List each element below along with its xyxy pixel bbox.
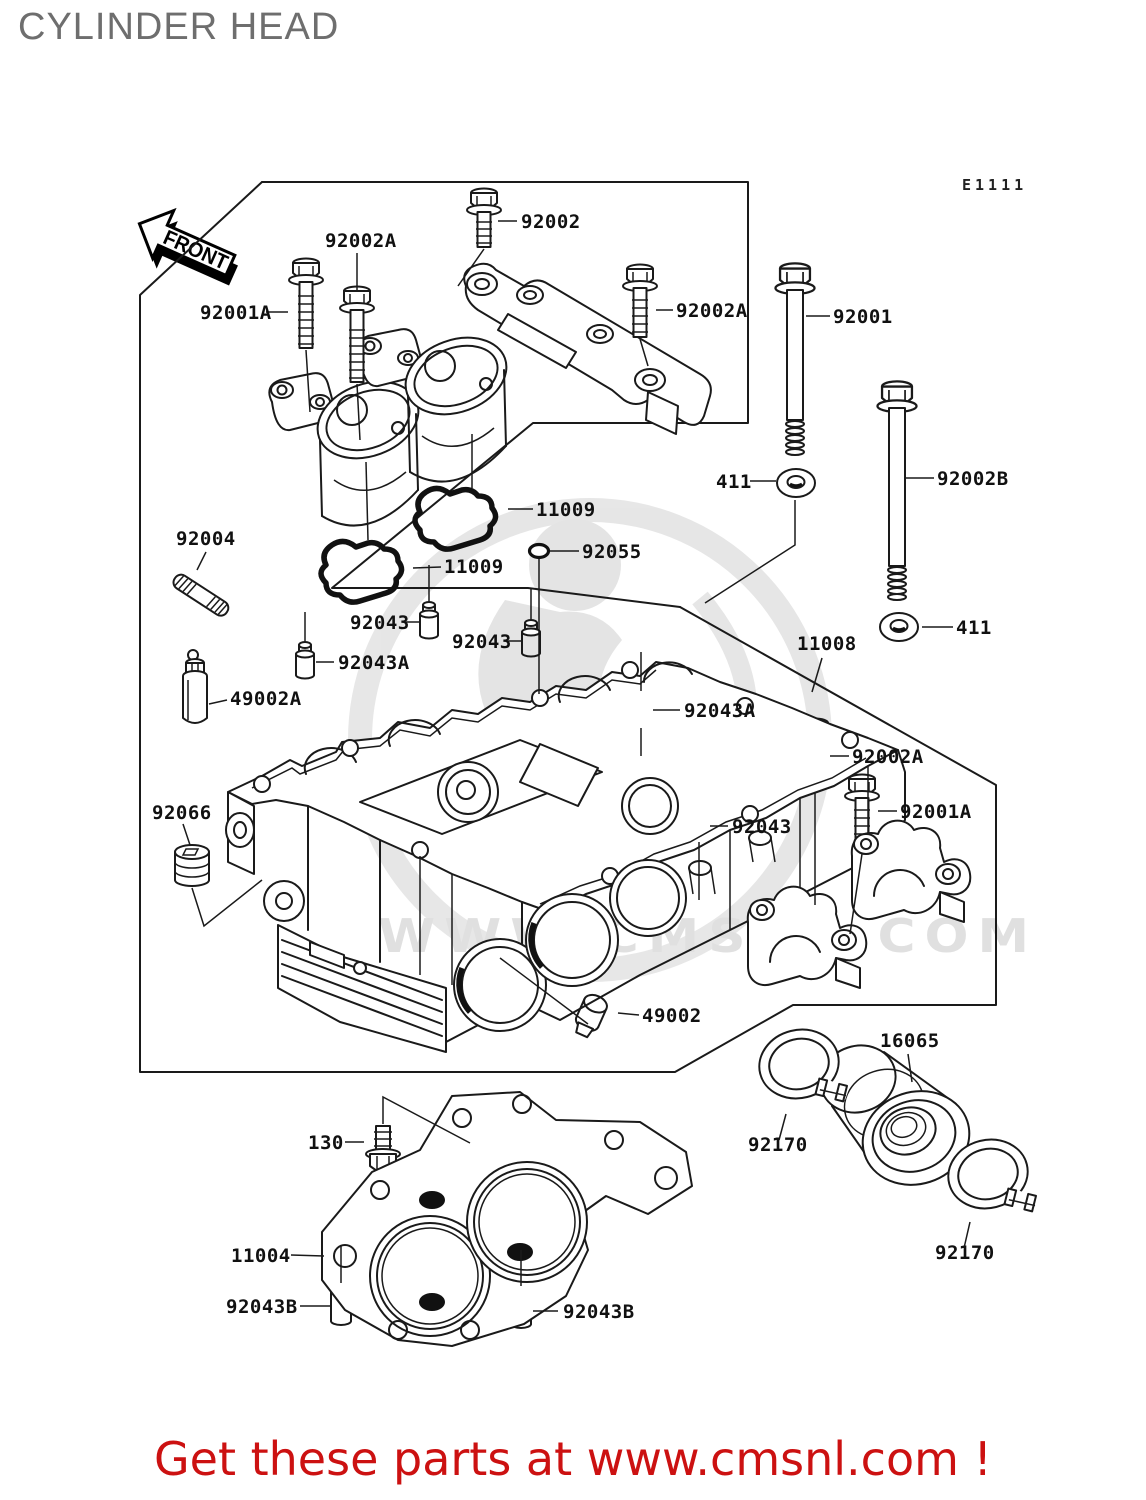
- part-label-16065[interactable]: 16065: [880, 1030, 940, 1052]
- part-label-11008[interactable]: 11008: [797, 633, 857, 655]
- bolt-92002a-upper-right: [622, 263, 658, 338]
- camshaft-cap-assembly: [268, 262, 712, 527]
- leader-lines: [182, 220, 971, 1312]
- bolt-92002b-long: [876, 380, 918, 601]
- part-label-92002a-top[interactable]: 92002A: [325, 230, 397, 252]
- dowel-92043-left: [419, 601, 439, 640]
- footer-cta-link[interactable]: Get these parts at www.cmsnl.com !: [154, 1432, 992, 1486]
- part-label-411-left[interactable]: 411: [716, 471, 752, 493]
- head-gasket-drawing: [321, 1091, 693, 1347]
- gasket-11009-lower: [321, 541, 402, 602]
- part-label-92001[interactable]: 92001: [833, 306, 893, 328]
- part-label-92043-left[interactable]: 92043: [350, 612, 410, 634]
- part-label-11009-upper[interactable]: 11009: [536, 499, 596, 521]
- bolt-92002: [466, 187, 502, 248]
- part-label-411-right[interactable]: 411: [956, 617, 992, 639]
- valve-part-49002: [574, 993, 608, 1039]
- part-label-49002[interactable]: 49002: [642, 1005, 702, 1027]
- part-label-92004[interactable]: 92004: [176, 528, 236, 550]
- front-arrow: FRONT: [137, 207, 238, 286]
- washer-411-left: [775, 467, 817, 499]
- plug-92066: [174, 844, 210, 887]
- camshaft-cap-lower-right: [850, 819, 972, 923]
- bolt-92001-long: [774, 262, 816, 456]
- part-label-130[interactable]: 130: [308, 1132, 344, 1154]
- page-title: CYLINDER HEAD: [18, 6, 340, 48]
- part-label-92043-mid[interactable]: 92043: [452, 631, 512, 653]
- part-callouts: 92002 92002A 92001A 92002A 92001 92002B …: [152, 211, 1009, 1323]
- part-label-92043a-left[interactable]: 92043A: [338, 652, 410, 674]
- o-ring-92055: [527, 542, 551, 560]
- stud-92004: [172, 573, 230, 617]
- bolt-130: [365, 1125, 401, 1172]
- camshaft-cap-lower-left: [746, 885, 868, 989]
- part-label-92055[interactable]: 92055: [582, 541, 642, 563]
- panel-outline: [139, 181, 997, 1073]
- part-label-92170-lower[interactable]: 92170: [935, 1242, 995, 1264]
- part-label-92066[interactable]: 92066: [152, 802, 212, 824]
- part-label-92043b-right[interactable]: 92043B: [563, 1301, 635, 1323]
- part-label-92170-upper[interactable]: 92170: [748, 1134, 808, 1156]
- part-label-92043a-right[interactable]: 92043A: [684, 700, 756, 722]
- part-label-92002b[interactable]: 92002B: [937, 468, 1009, 490]
- bolt-92002a-top: [339, 285, 375, 383]
- valve-part-49002a: [182, 649, 208, 724]
- diagram-code: E1111: [962, 176, 1027, 194]
- part-label-92043b-left[interactable]: 92043B: [226, 1296, 298, 1318]
- cylinder-head-drawing: [225, 661, 906, 1053]
- part-label-92002a-upper-right[interactable]: 92002A: [676, 300, 748, 322]
- part-label-92002[interactable]: 92002: [521, 211, 581, 233]
- bolt-92001a-left: [288, 257, 324, 349]
- part-label-92001a-left[interactable]: 92001A: [200, 302, 272, 324]
- part-label-92043-right[interactable]: 92043: [732, 816, 792, 838]
- dowel-92043a-left: [295, 641, 315, 680]
- part-label-11004[interactable]: 11004: [231, 1245, 291, 1267]
- washer-411-right: [878, 611, 920, 643]
- part-label-49002a[interactable]: 49002A: [230, 688, 302, 710]
- part-label-92002a-lower[interactable]: 92002A: [852, 746, 924, 768]
- part-label-11009-lower[interactable]: 11009: [444, 556, 504, 578]
- part-label-92001a-right[interactable]: 92001A: [900, 801, 972, 823]
